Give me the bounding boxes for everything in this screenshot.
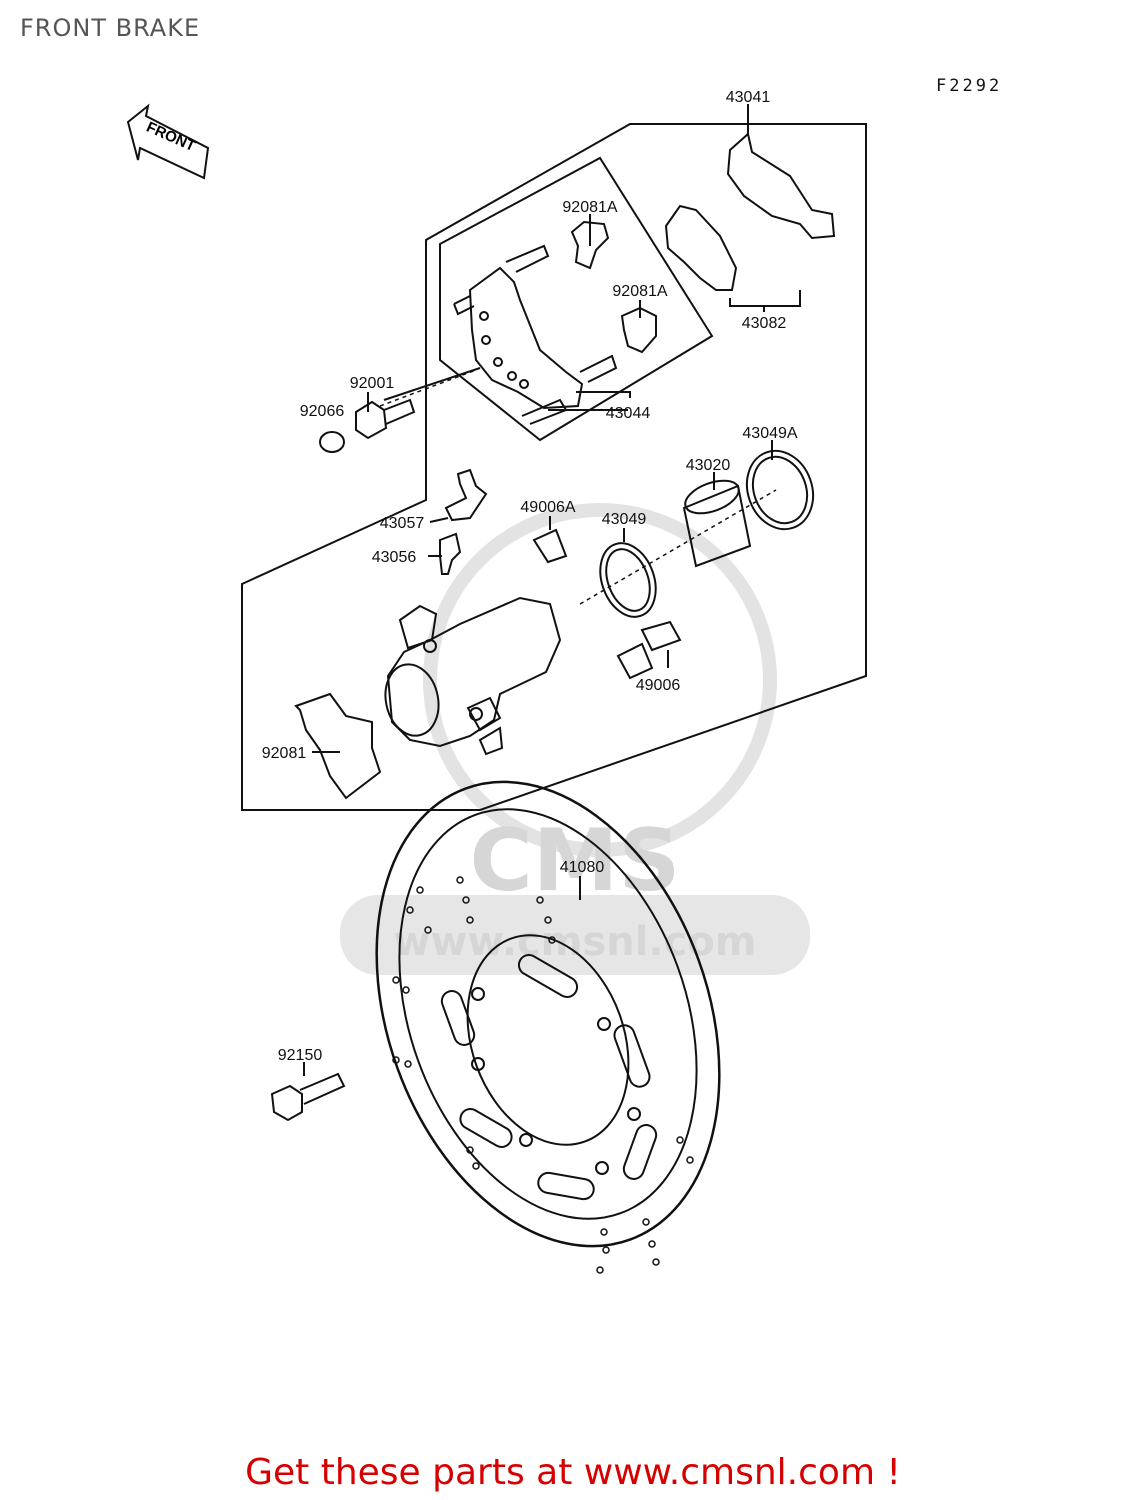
caliper-frame <box>241 123 867 811</box>
part-label: 41080 <box>560 859 605 876</box>
part-labels: 43041 92081A 92081A 43082 92001 92066 43… <box>262 89 798 1064</box>
cap-92066 <box>319 431 345 453</box>
page-title: FRONT BRAKE <box>20 14 201 42</box>
part-label: 43082 <box>742 315 787 332</box>
pad-spring-92081 <box>294 692 382 800</box>
part-label: 43049A <box>742 425 797 442</box>
pad-spring-92081a-upper <box>570 220 610 270</box>
pad-spring-92081a-lower <box>620 306 657 354</box>
boot-49006a <box>532 528 568 564</box>
seal-43049 <box>599 542 657 618</box>
slide-pin-92001 <box>355 398 416 440</box>
part-label: 92081A <box>612 283 667 300</box>
part-label: 43056 <box>372 549 417 566</box>
watermark-brand: CMS <box>470 811 681 911</box>
caliper-bracket-43044 <box>468 266 584 410</box>
brake-pad-43082 <box>664 204 738 291</box>
watermark: CMS www.cmsnl.com <box>340 503 810 975</box>
diagram-code: F2292 <box>936 76 1003 96</box>
pin-bolt-49006 <box>616 620 682 680</box>
part-label: 43020 <box>686 457 731 474</box>
brake-pad-43041 <box>726 132 836 240</box>
part-label: 92066 <box>300 403 345 420</box>
piston-43020 <box>682 484 752 568</box>
part-label: 43057 <box>380 515 425 532</box>
part-label: 92081 <box>262 745 307 762</box>
brake-disc-41080 <box>375 780 721 1248</box>
part-label: 49006 <box>636 677 681 694</box>
bleeder-cap-43057 <box>444 468 488 522</box>
disc-bolt-92150 <box>270 1072 346 1122</box>
footer-promo[interactable]: Get these parts at www.cmsnl.com ! <box>245 1452 901 1493</box>
part-label: 43041 <box>726 89 771 106</box>
part-label: 43049 <box>602 511 647 528</box>
disc-perforations <box>392 876 694 1274</box>
part-label: 49006A <box>520 499 575 516</box>
caliper-body-43057 <box>386 596 562 748</box>
part-label: 43044 <box>606 405 651 422</box>
bracket-frame <box>439 156 714 442</box>
watermark-url: www.cmsnl.com <box>394 919 757 965</box>
part-label: 92081A <box>562 199 617 216</box>
bleeder-valve-43056 <box>439 532 462 575</box>
front-arrow-icon: FRONT <box>126 103 210 180</box>
part-label: 92001 <box>350 375 395 392</box>
seal-43049a <box>745 449 815 531</box>
part-label: 92150 <box>278 1047 323 1064</box>
